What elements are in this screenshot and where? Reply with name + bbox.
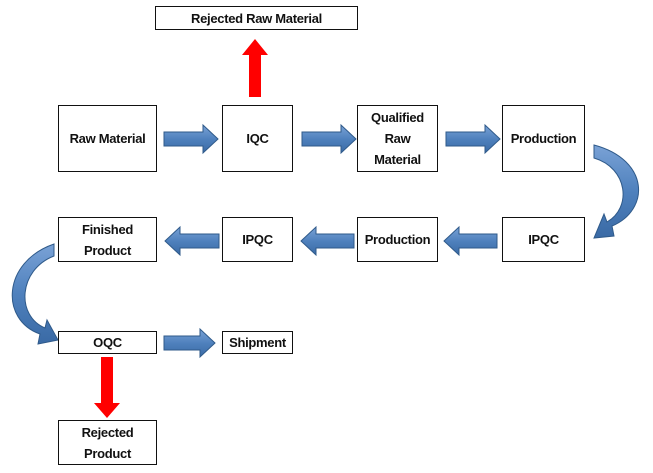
arrow-oqc-to-shipment: [163, 327, 216, 359]
curved-arrow-left: [11, 243, 59, 345]
iqc-label: IQC: [246, 131, 269, 146]
arrow-iqc-to-rejected: [242, 39, 268, 97]
qualified-raw-material-box: Qualified Raw Material: [357, 105, 438, 172]
raw-material-box: Raw Material: [58, 105, 157, 172]
ipqc-left-box: IPQC: [222, 217, 293, 262]
qualified-raw-material-label: Qualified Raw Material: [371, 110, 424, 167]
shipment-label: Shipment: [229, 335, 286, 350]
production-middle-box: Production: [357, 217, 438, 262]
finished-product-label: Finished Product: [81, 221, 134, 258]
arrow-production-to-ipqc: [300, 225, 355, 257]
rejected-product-label: Rejected Product: [81, 424, 134, 461]
arrow-oqc-to-rejected: [94, 357, 120, 418]
finished-product-box: Finished Product: [58, 217, 157, 262]
rejected-raw-material-box: Rejected Raw Material: [155, 6, 358, 30]
production-middle-label: Production: [364, 232, 431, 247]
arrow-ipqc-to-finished: [164, 225, 220, 257]
oqc-box: OQC: [58, 331, 157, 354]
production-top-label: Production: [510, 131, 577, 146]
production-top-box: Production: [502, 105, 585, 172]
iqc-box: IQC: [222, 105, 293, 172]
arrow-raw-to-iqc: [163, 123, 219, 155]
oqc-label: OQC: [93, 335, 122, 350]
rejected-raw-material-label: Rejected Raw Material: [191, 10, 322, 26]
ipqc-right-label: IPQC: [528, 232, 559, 247]
raw-material-label: Raw Material: [69, 131, 146, 146]
rejected-product-box: Rejected Product: [58, 420, 157, 465]
arrow-qualified-to-production: [445, 123, 501, 155]
ipqc-left-label: IPQC: [242, 232, 273, 247]
arrow-ipqc-to-production: [443, 225, 498, 257]
arrow-iqc-to-qualified: [301, 123, 357, 155]
shipment-box: Shipment: [222, 331, 293, 354]
curved-arrow-right: [593, 144, 640, 239]
ipqc-right-box: IPQC: [502, 217, 585, 262]
